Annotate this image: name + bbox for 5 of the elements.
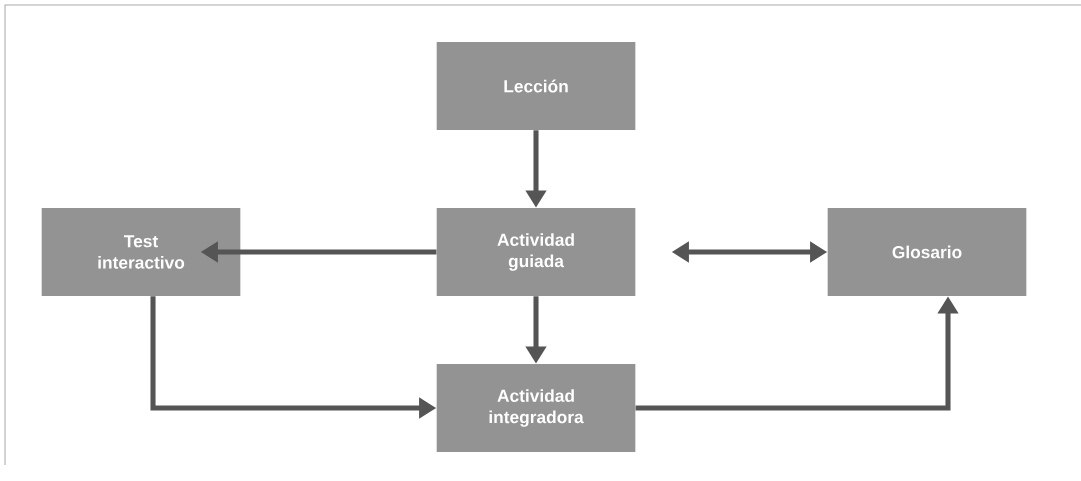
process-box: Actividad guiada [436, 208, 636, 296]
process-box: Lección [436, 42, 636, 130]
process-box: Actividad integradora [436, 364, 636, 452]
process-box: Test interactivo [41, 208, 241, 296]
process-box: Glosario [827, 208, 1027, 296]
